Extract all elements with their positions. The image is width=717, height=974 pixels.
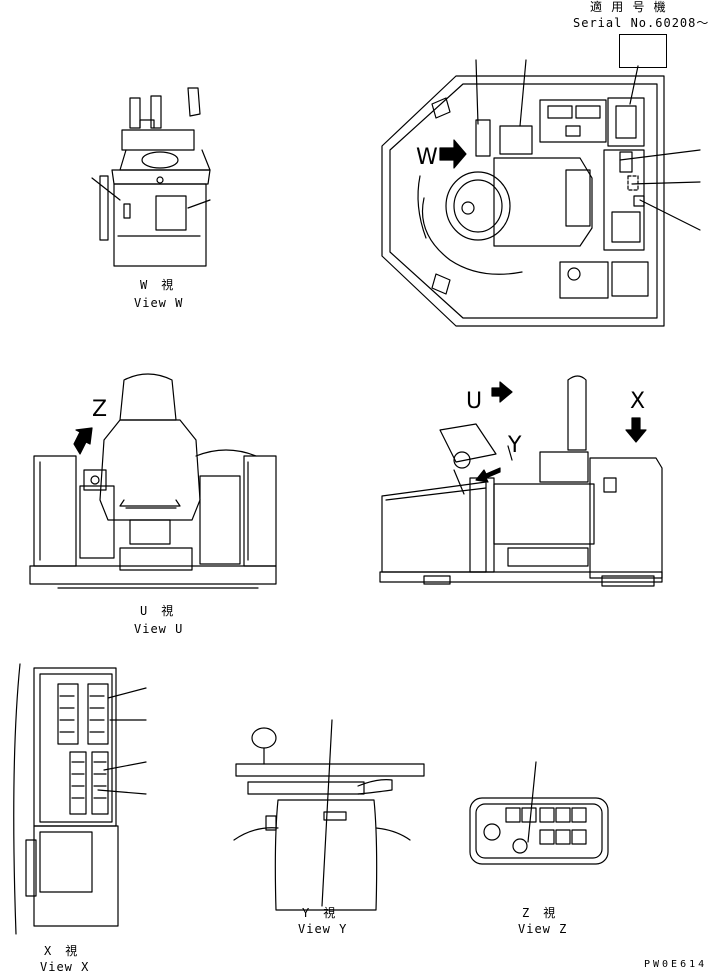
view-x-arrow bbox=[625, 417, 647, 443]
serial-number-label: Serial No.60208～ bbox=[573, 16, 710, 30]
leader-line bbox=[631, 181, 701, 185]
arrow-letter-z: Z bbox=[92, 397, 108, 422]
view-z-caption-jp: Z 視 bbox=[522, 906, 557, 920]
arrow-letter-x: X bbox=[630, 389, 646, 414]
view-u-arrow bbox=[491, 381, 513, 403]
view-w-arrow bbox=[439, 139, 467, 169]
view-x-drawing bbox=[13, 663, 147, 935]
view-x-caption-jp: X 視 bbox=[44, 944, 79, 958]
leader-line bbox=[507, 445, 513, 461]
drawing-code: PW0E614 bbox=[644, 959, 708, 970]
view-u-drawing bbox=[29, 373, 277, 589]
view-y-arrow bbox=[475, 467, 501, 483]
side-view-drawing bbox=[379, 375, 663, 587]
arrow-letter-w: W bbox=[416, 145, 438, 170]
view-w-caption: View W bbox=[134, 296, 184, 310]
view-w-drawing bbox=[91, 87, 211, 267]
view-y-caption: View Y bbox=[298, 922, 348, 936]
leader-line bbox=[187, 199, 211, 209]
view-x-caption: View X bbox=[40, 960, 90, 974]
view-u-caption: View U bbox=[134, 622, 184, 636]
leader-line bbox=[519, 59, 527, 127]
view-z-caption: View Z bbox=[518, 922, 568, 936]
plan-view-drawing bbox=[381, 59, 701, 327]
view-z-arrow bbox=[73, 427, 93, 455]
leader-line bbox=[107, 687, 147, 699]
arrow-letter-u: U bbox=[466, 389, 483, 414]
view-u-caption-jp: U 視 bbox=[140, 604, 175, 618]
leader-line bbox=[321, 719, 333, 907]
leader-line bbox=[629, 65, 639, 105]
leader-line bbox=[475, 59, 479, 125]
applicable-label: 適 用 号 機 bbox=[590, 0, 667, 14]
serial-box bbox=[619, 34, 667, 68]
view-w-caption-jp: W 視 bbox=[140, 278, 175, 292]
leader-line bbox=[103, 761, 147, 771]
leader-line bbox=[97, 789, 147, 795]
leader-line bbox=[527, 761, 537, 843]
leader-line bbox=[91, 177, 121, 201]
leader-line bbox=[619, 149, 701, 161]
view-y-drawing bbox=[233, 719, 425, 911]
view-y-caption-jp: Y 視 bbox=[302, 906, 337, 920]
leader-line bbox=[639, 199, 701, 231]
arrow-letter-y: Y bbox=[508, 433, 522, 458]
view-z-drawing bbox=[469, 761, 609, 865]
